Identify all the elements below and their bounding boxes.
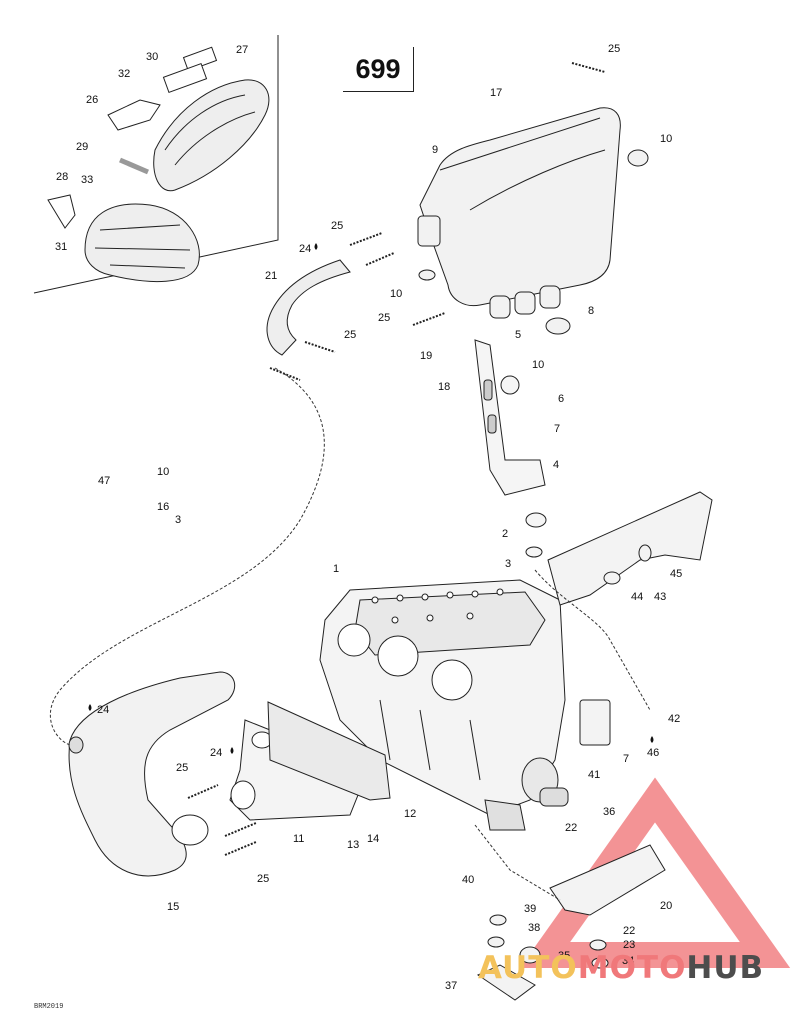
routing-lines xyxy=(49,367,651,901)
callout-8: 8 xyxy=(588,305,594,317)
muffler-support-bracket xyxy=(474,339,547,558)
callout-32: 32 xyxy=(118,68,130,80)
callout-25e: 25 xyxy=(176,762,188,774)
callout-12: 12 xyxy=(404,808,416,820)
callout-44: 44 xyxy=(631,591,643,603)
callout-3b: 3 xyxy=(505,558,511,570)
callout-28: 28 xyxy=(56,171,68,183)
callout-13: 13 xyxy=(347,839,359,851)
callout-45: 45 xyxy=(670,568,682,580)
watermark-part-moto: MOTO xyxy=(577,950,687,986)
callout-25a: 25 xyxy=(608,43,620,55)
callout-14: 14 xyxy=(367,833,379,845)
callout-7b: 7 xyxy=(623,753,629,765)
callout-42: 42 xyxy=(668,713,680,725)
callout-47: 47 xyxy=(98,475,110,487)
callout-38: 38 xyxy=(528,922,540,934)
callout-30: 30 xyxy=(146,51,158,63)
figure-code: BRM2019 xyxy=(34,1003,64,1011)
callout-39: 39 xyxy=(524,903,536,915)
exhaust-hose xyxy=(266,259,351,356)
callout-22b: 22 xyxy=(623,925,635,937)
callout-7a: 7 xyxy=(554,423,560,435)
callout-3a: 3 xyxy=(175,514,181,526)
callout-1: 1 xyxy=(333,563,339,575)
callout-17: 17 xyxy=(490,87,502,99)
callout-31: 31 xyxy=(55,241,67,253)
callout-25c: 25 xyxy=(378,312,390,324)
callout-10c: 10 xyxy=(532,359,544,371)
exhaust-muffler xyxy=(417,107,649,335)
callout-24a: 24 xyxy=(299,243,311,255)
engine-side-bracket xyxy=(547,491,713,746)
callout-25f: 25 xyxy=(257,873,269,885)
callout-33: 33 xyxy=(81,174,93,186)
callout-15: 15 xyxy=(167,901,179,913)
callout-21: 21 xyxy=(265,270,277,282)
callout-40: 40 xyxy=(462,874,474,886)
callout-24c: 24 xyxy=(210,747,222,759)
callout-19: 19 xyxy=(420,350,432,362)
callout-22a: 22 xyxy=(565,822,577,834)
callout-23: 23 xyxy=(623,939,635,951)
watermark-part-hub: HUB xyxy=(686,950,765,986)
page-number-box: 699 xyxy=(343,47,414,92)
callout-20: 20 xyxy=(660,900,672,912)
lubricant-symbols xyxy=(88,243,654,754)
callout-37: 37 xyxy=(445,980,457,992)
callout-25b: 25 xyxy=(331,220,343,232)
callout-27: 27 xyxy=(236,44,248,56)
watermark-text: AUTOMOTOHUB xyxy=(478,950,764,986)
callout-26: 26 xyxy=(86,94,98,106)
springs xyxy=(187,62,606,856)
callout-46: 46 xyxy=(647,747,659,759)
exhaust-manifold xyxy=(229,701,391,821)
callout-labels: 30 27 32 26 29 28 33 31 25 17 9 10 25 24… xyxy=(55,43,682,992)
callout-11: 11 xyxy=(293,833,304,845)
callout-43: 43 xyxy=(654,591,666,603)
callout-34: 34 xyxy=(622,955,634,967)
engine-mount-bracket xyxy=(476,844,666,1001)
callout-10b: 10 xyxy=(390,288,402,300)
callout-5: 5 xyxy=(515,329,521,341)
callout-24b: 24 xyxy=(97,704,109,716)
tuned-pipe xyxy=(68,671,256,877)
page-number: 699 xyxy=(355,53,401,84)
callout-16: 16 xyxy=(157,501,169,513)
callout-10a: 10 xyxy=(660,133,672,145)
top-cover-inset xyxy=(47,46,270,282)
callout-2: 2 xyxy=(502,528,508,540)
callout-35: 35 xyxy=(558,950,570,962)
callout-6: 6 xyxy=(558,393,564,405)
callout-9: 9 xyxy=(432,144,438,156)
callout-4: 4 xyxy=(553,459,559,471)
callout-10d: 10 xyxy=(157,466,169,478)
callout-18: 18 xyxy=(438,381,450,393)
watermark-part-auto: AUTO xyxy=(478,950,578,986)
callout-29: 29 xyxy=(76,141,88,153)
callout-36: 36 xyxy=(603,806,615,818)
callout-25d: 25 xyxy=(344,329,356,341)
callout-41: 41 xyxy=(588,769,600,781)
